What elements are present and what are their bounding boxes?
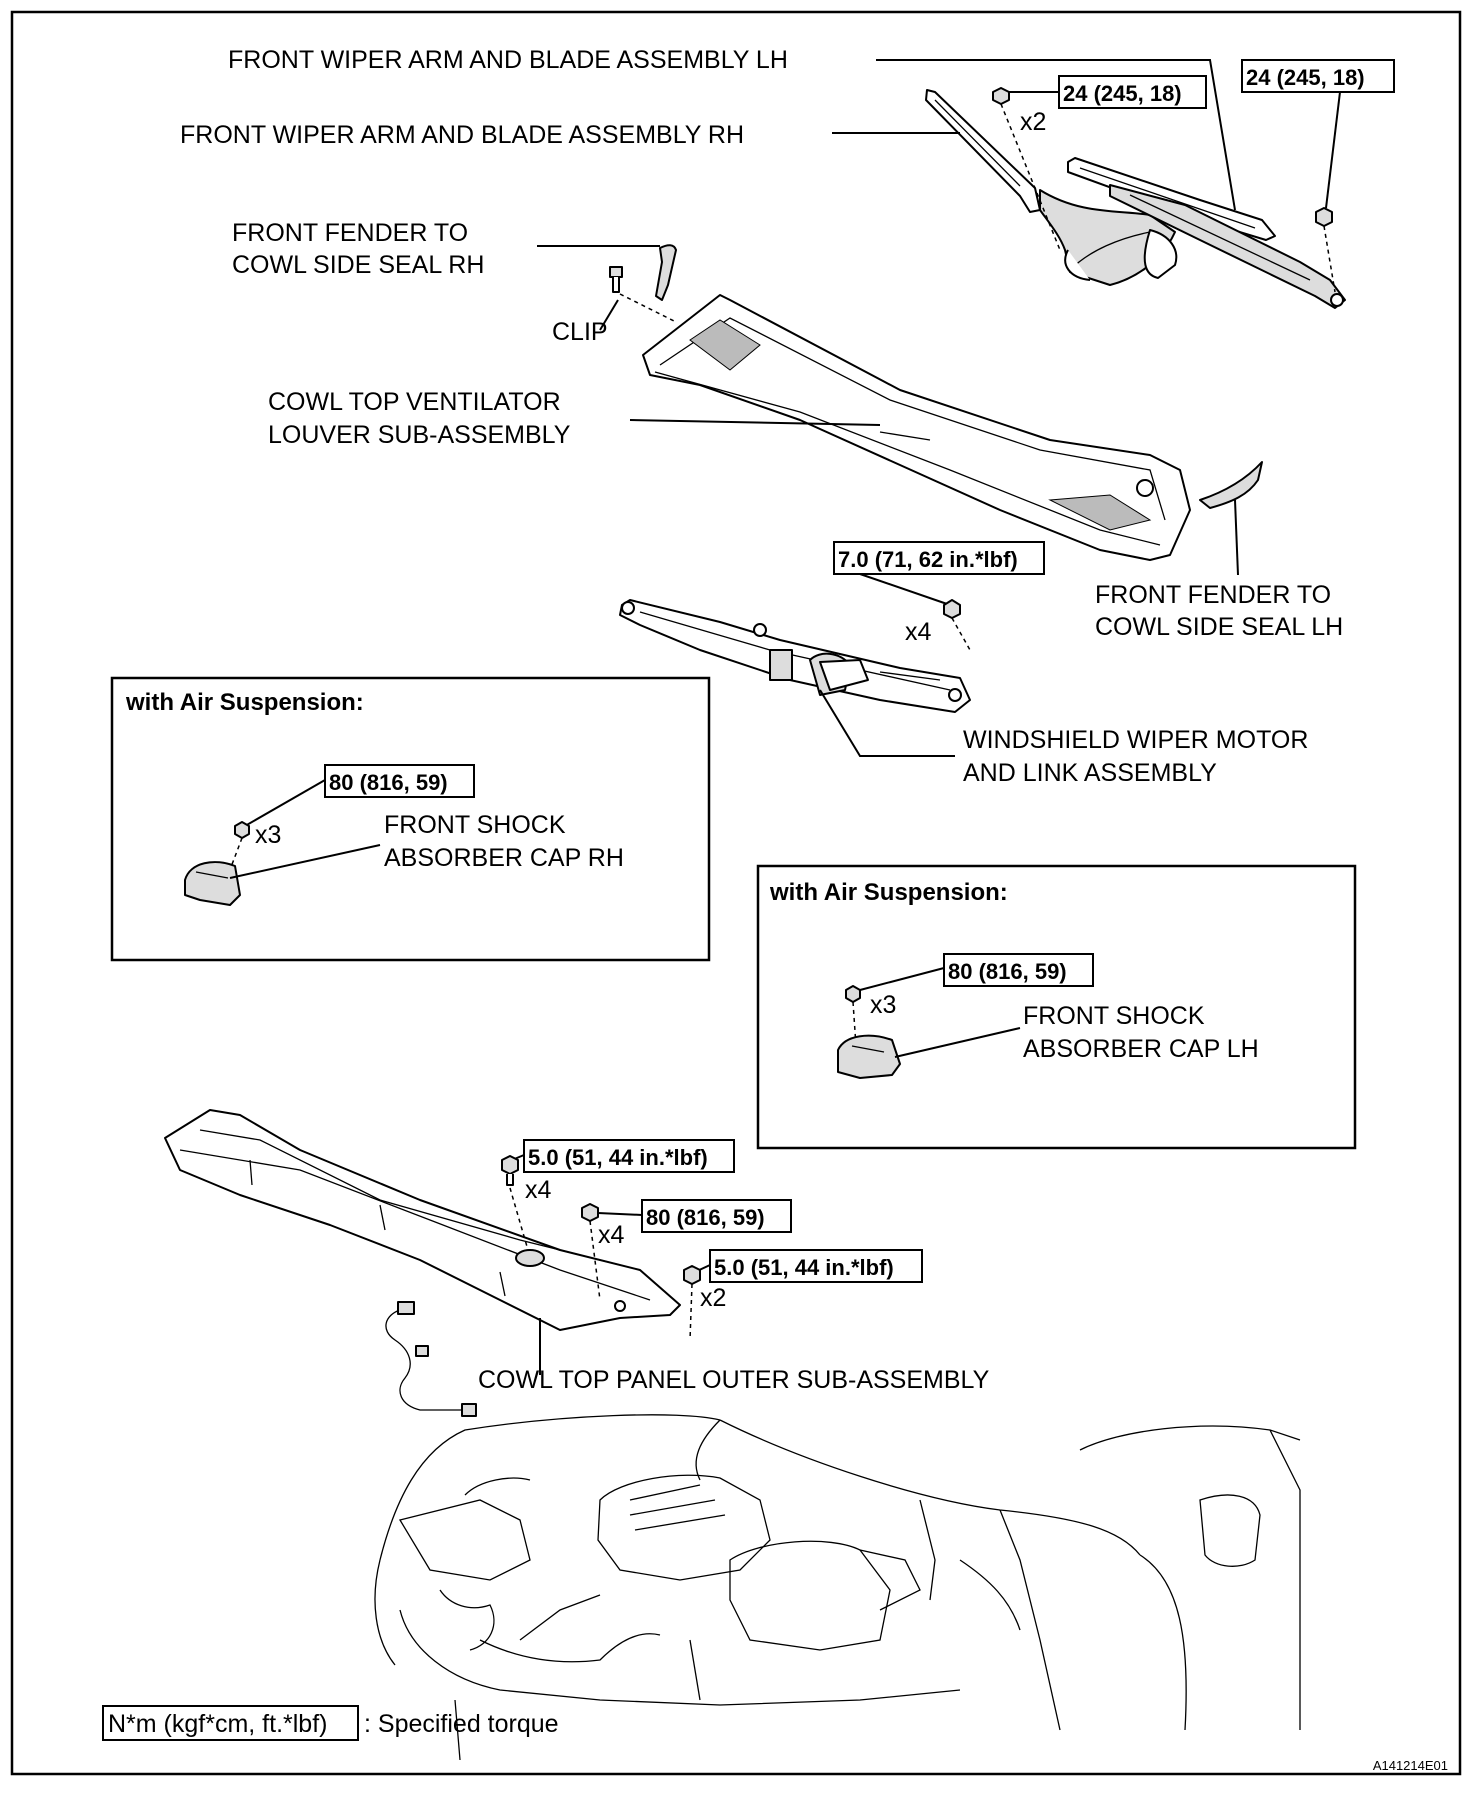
label-cap-lh-line2: ABSORBER CAP LH (1023, 1035, 1259, 1063)
torque-box-cap-rh (324, 764, 475, 798)
torque-box-outer-c (709, 1249, 923, 1283)
outer-bolt-a (501, 1155, 519, 1186)
air-suspension-box-right (756, 864, 1357, 1150)
torque-box-outer-a (523, 1139, 735, 1173)
air-suspension-box-left (110, 676, 711, 962)
label-cap-lh-line1: FRONT SHOCK (1023, 1002, 1205, 1030)
diagram-border (10, 10, 1462, 1776)
car-engine-bay (374, 1414, 1301, 1761)
qty-outer-a: x4 (525, 1176, 552, 1204)
torque-wiper-b: 24 (245, 18) (1246, 65, 1365, 90)
cap-lh-nut (845, 985, 861, 1003)
torque-box-cap-lh (943, 953, 1094, 987)
shock-cap-lh (837, 1034, 901, 1079)
air-suspension-title-right: with Air Suspension: (769, 879, 1008, 906)
torque-box-wiper-b (1241, 59, 1395, 93)
torque-cap-rh: 80 (816, 59) (329, 770, 448, 795)
wire-harness (385, 1301, 477, 1417)
legend-unit: N*m (kgf*cm, ft.*lbf) (108, 1710, 327, 1738)
label-clip: CLIP (552, 318, 608, 346)
clip-part (609, 266, 623, 293)
cowl-panel-outer (164, 1109, 681, 1331)
legend-description: : Specified torque (364, 1710, 559, 1738)
label-seal-rh-line1: FRONT FENDER TO (232, 219, 468, 247)
qty-cap-rh: x3 (255, 821, 281, 849)
torque-wiper-a: 24 (245, 18) (1063, 81, 1182, 106)
outer-nut-b (581, 1203, 599, 1222)
fender-seal-lh (1199, 461, 1263, 509)
label-wiper-arm-lh: FRONT WIPER ARM AND BLADE ASSEMBLY LH (228, 46, 788, 74)
qty-outer-b: x4 (598, 1221, 625, 1249)
qty-motor-bolt: x4 (905, 618, 932, 646)
qty-wiper-nut: x2 (1020, 108, 1046, 136)
wiper-arm-lh (1067, 157, 1346, 309)
torque-motor: 7.0 (71, 62 in.*lbf) (838, 547, 1018, 572)
shock-cap-rh (184, 861, 241, 906)
torque-outer-c: 5.0 (51, 44 in.*lbf) (714, 1255, 894, 1280)
label-seal-rh-line2: COWL SIDE SEAL RH (232, 251, 484, 279)
cowl-louver (642, 294, 1191, 561)
label-louver-line1: COWL TOP VENTILATOR (268, 388, 561, 416)
legend-torque-box (102, 1705, 359, 1741)
label-motor-line2: AND LINK ASSEMBLY (963, 759, 1217, 787)
label-wiper-arm-rh: FRONT WIPER ARM AND BLADE ASSEMBLY RH (180, 121, 744, 149)
label-seal-lh-line1: FRONT FENDER TO (1095, 581, 1331, 609)
cap-rh-nut (234, 821, 250, 839)
figure-id: A141214E01 (1373, 1758, 1448, 1773)
torque-cap-lh: 80 (816, 59) (948, 959, 1067, 984)
wiper-motor-link (619, 599, 971, 713)
wiper-nut-left (992, 87, 1010, 105)
torque-box-outer-b (641, 1199, 792, 1233)
qty-cap-lh: x3 (870, 991, 896, 1019)
label-motor-line1: WINDSHIELD WIPER MOTOR (963, 726, 1308, 754)
torque-box-motor (833, 541, 1045, 575)
wiper-nut-right (1315, 207, 1333, 227)
motor-bolt (943, 599, 961, 619)
outer-bolt-c (683, 1265, 701, 1285)
torque-outer-b: 80 (816, 59) (646, 1205, 765, 1230)
qty-outer-c: x2 (700, 1284, 726, 1312)
fender-seal-rh (655, 244, 677, 301)
label-cap-rh-line2: ABSORBER CAP RH (384, 844, 624, 872)
label-louver-line2: LOUVER SUB-ASSEMBLY (268, 421, 571, 449)
label-cowl-outer: COWL TOP PANEL OUTER SUB-ASSEMBLY (478, 1366, 990, 1394)
torque-outer-a: 5.0 (51, 44 in.*lbf) (528, 1145, 708, 1170)
air-suspension-title-left: with Air Suspension: (125, 689, 364, 716)
label-seal-lh-line2: COWL SIDE SEAL LH (1095, 613, 1343, 641)
label-cap-rh-line1: FRONT SHOCK (384, 811, 566, 839)
